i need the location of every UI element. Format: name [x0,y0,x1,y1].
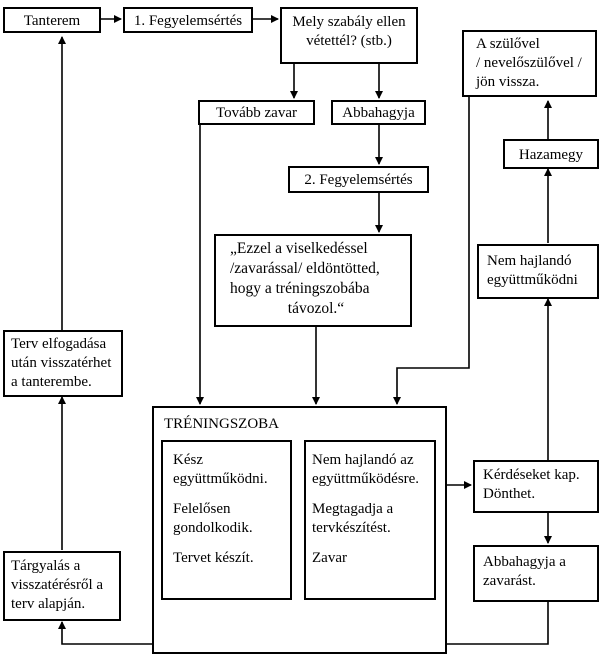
felelosen-line-1: Felelősen [173,501,231,517]
szulovel-line-1: A szülővel [476,36,540,52]
nem-hajlando-right-line-1: Nem hajlandó [487,253,572,269]
abbahagyja-zavarast-line-2: zavarást. [483,573,536,589]
terv-line-3: a tanterembe. [11,374,92,390]
abbahagyja-box: Abbahagyja [331,100,426,125]
nem-hajlando-az-line-1: Nem hajlandó az [312,452,414,468]
arrow-treningszoba-to-targyalas [58,621,152,645]
treningszoba-title: TRÉNINGSZOBA [164,416,279,432]
tanterem-label: Tanterem [23,13,81,29]
szulovel-line-2: / nevelőszülővel / [476,55,582,71]
ezzel-line-1: „Ezzel a viselkedéssel [230,240,368,257]
kesz-line-2: együttműködni. [173,471,268,487]
mely-szabaly-line-1: Mely szabály ellen [292,14,406,30]
ezzel-line-3: hogy a tréningszobába [230,280,370,297]
megtagadja-line-2: tervkészítést. [312,520,391,536]
kerdeseket-box: Kérdéseket kap. Dönthet. [473,460,599,513]
fegyelem2-box: 2. Fegyelemsértés [288,166,429,193]
szulovel-box: A szülővel / nevelőszülővel / jön vissza… [462,30,597,97]
tervet-keszit: Tervet készít. [173,550,254,566]
treningszoba-inner-right: Nem hajlandó az együttműködésre. Megtaga… [304,440,436,600]
tovabb-zavar-box: Tovább zavar [198,100,315,125]
kerdeseket-line-1: Kérdéseket kap. [483,467,580,483]
terv-line-2: után visszatérhet [11,355,112,371]
targyalas-box: Tárgyalás a visszatérésről a terv alapjá… [3,551,121,621]
targyalas-line-2: visszatérésről a [11,577,104,593]
abbahagyja-zavarast-box: Abbahagyja a zavarást. [473,545,599,602]
terv-elfogadasa-box: Terv elfogadása után visszatérhet a tant… [3,330,123,397]
tanterem-box: Tanterem [3,7,101,33]
terv-line-1: Terv elfogadása [11,336,107,352]
hazamegy-box: Hazamegy [503,139,599,169]
abbahagyja-label: Abbahagyja [342,105,415,121]
fegyelem1-label: 1. Fegyelemsértés [133,13,243,29]
felelosen-line-2: gondolkodik. [173,520,253,536]
megtagadja-line-1: Megtagadja a [312,501,394,517]
tovabb-zavar-label: Tovább zavar [216,105,297,121]
hazamegy-label: Hazamegy [518,147,584,163]
kerdeseket-line-2: Dönthet. [483,486,536,502]
mely-szabaly-line-2: vétettél? (stb.) [306,33,392,49]
nem-hajlando-right-line-2: együttműködni [487,272,578,288]
zavar-label: Zavar [312,550,347,566]
mely-szabaly-box: Mely szabály ellen vétettél? (stb.) [280,7,418,64]
treningszoba-inner-left: Kész együttműködni. Felelősen gondolkodi… [161,440,292,600]
ezzel-line-2: /zavarással/ eldöntötted, [230,260,380,277]
targyalas-line-3: terv alapján. [11,596,86,612]
fegyelem2-label: 2. Fegyelemsértés [304,172,413,188]
ezzel-box: „Ezzel a viselkedéssel /zavarással/ eldö… [214,234,412,327]
targyalas-line-1: Tárgyalás a [11,558,81,574]
abbahagyja-zavarast-line-1: Abbahagyja a [483,554,566,570]
nem-hajlando-right-box: Nem hajlandó együttműködni [477,244,599,299]
szulovel-line-3: jön vissza. [476,74,540,90]
fegyelem1-box: 1. Fegyelemsértés [123,7,253,33]
ezzel-line-4: távozol.“ [287,300,345,317]
kesz-line-1: Kész [173,452,203,468]
nem-hajlando-az-line-2: együttműködésre. [312,471,420,487]
